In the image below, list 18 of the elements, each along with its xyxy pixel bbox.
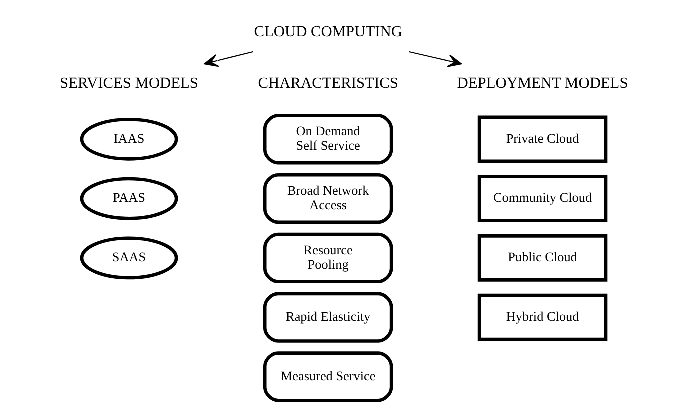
node-box: Community Cloud (477, 175, 608, 222)
node-box: Public Cloud (477, 234, 608, 282)
node-text: SERVICES MODELS (60, 74, 198, 92)
node-box: Rapid Elasticity (262, 292, 393, 343)
node-ellipse: PAAS (80, 177, 178, 220)
arrow (204, 51, 253, 68)
node-text: CLOUD COMPUTING (254, 23, 402, 40)
node-box: Private Cloud (477, 116, 608, 164)
arrow (408, 51, 462, 68)
node-ellipse: IAAS (80, 118, 178, 161)
node-box: Measured Service (262, 352, 393, 402)
node-box: On Demand Self Service (262, 114, 393, 165)
node-text: CHARACTERISTICS (258, 74, 398, 92)
node-text: DEPLOYMENT MODELS (456, 74, 628, 92)
node-box: Resource Pooling (262, 232, 393, 284)
node-ellipse: SAAS (80, 236, 178, 280)
node-box: Hybrid Cloud (477, 294, 608, 342)
node-box: Broad Network Access (262, 174, 393, 224)
